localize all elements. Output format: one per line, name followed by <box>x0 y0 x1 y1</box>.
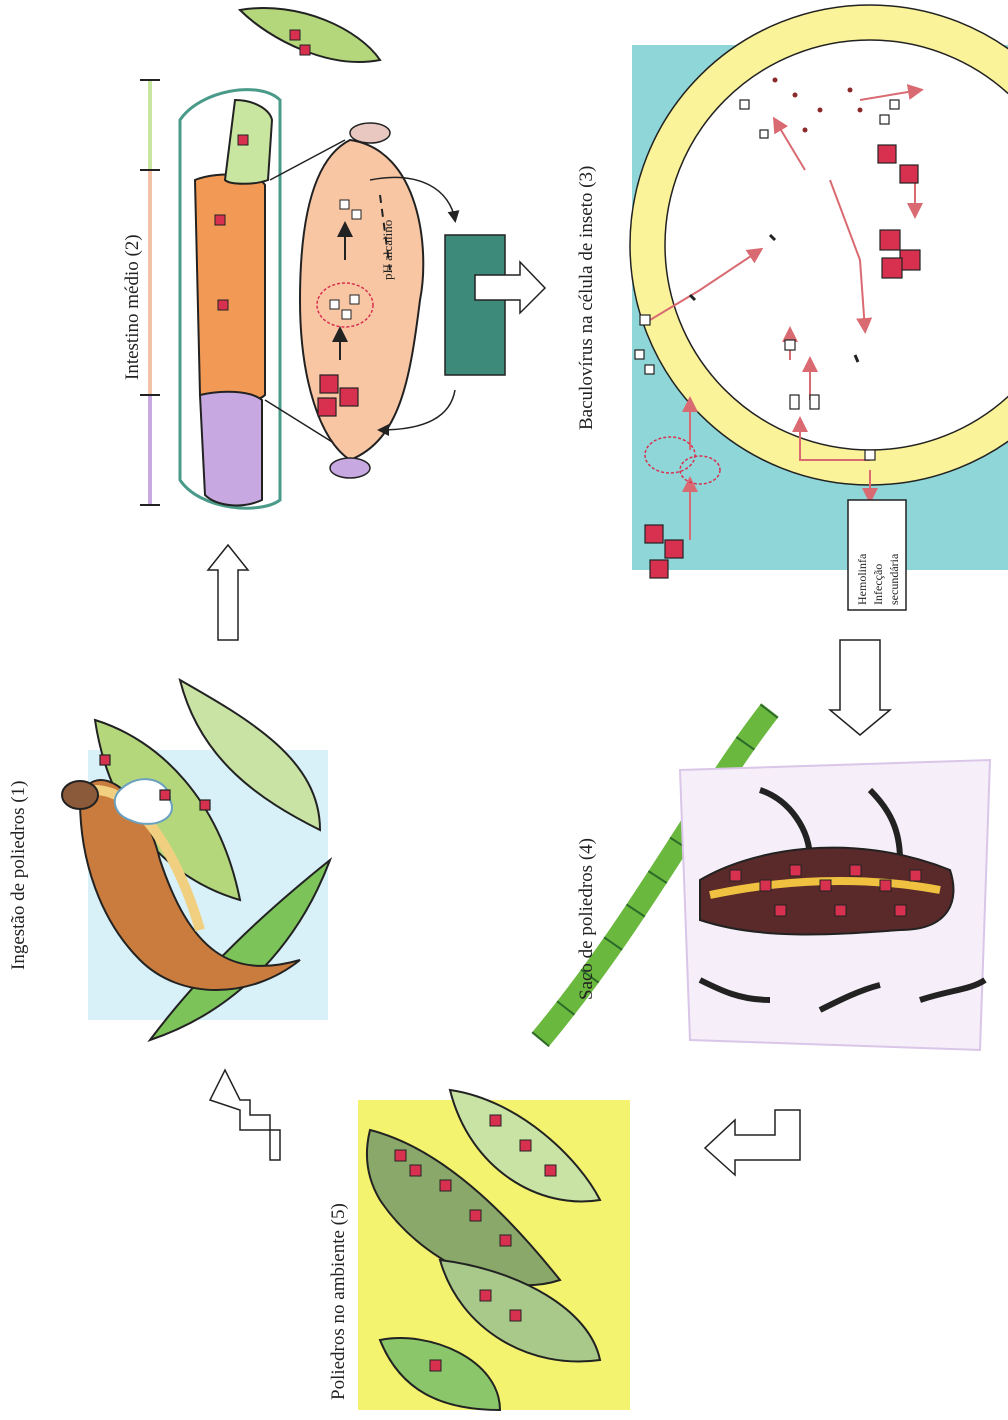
hemolymph-line-2: Infecção <box>871 564 885 605</box>
curved-arrow-icon <box>210 1070 280 1160</box>
panel-midgut: pH alcalino Intestino médio (2) <box>122 8 545 508</box>
hemolymph-line-1: Hemolinfa <box>855 553 869 605</box>
down-arrow-icon <box>830 640 890 735</box>
panel-ingestion <box>62 680 330 1040</box>
epithelium-block <box>445 235 505 375</box>
midgut-entrance <box>350 123 390 143</box>
midgut-label: Intestino médio (2) <box>122 234 143 380</box>
sac-label: Saco de poliedros (4) <box>576 838 597 1000</box>
hindgut-segment <box>200 392 262 506</box>
environment-label: Poliedros no ambiente (5) <box>328 1203 349 1400</box>
curved-arrow-icon <box>705 1110 800 1175</box>
panel-environment: Poliedros no ambiente (5) <box>328 1090 630 1410</box>
ph-label: pH alcalino <box>380 220 395 280</box>
hemolymph-line-3: secundária <box>887 553 901 605</box>
caterpillar-head <box>62 781 98 809</box>
midgut-segment <box>195 175 265 403</box>
panel-sac: Saco de poliedros (4) <box>540 710 990 1050</box>
chewed-leaf-area <box>115 779 172 824</box>
panel-cell: Hemolinfa Infecção secundária Baculovíru… <box>576 5 1008 610</box>
midgut-exit <box>330 458 370 478</box>
cell-label: Baculovírus na célula de inseto (3) <box>576 166 597 430</box>
right-arrow-icon <box>208 545 248 640</box>
ingestion-label: Ingestão de poliedros (1) <box>8 781 29 970</box>
